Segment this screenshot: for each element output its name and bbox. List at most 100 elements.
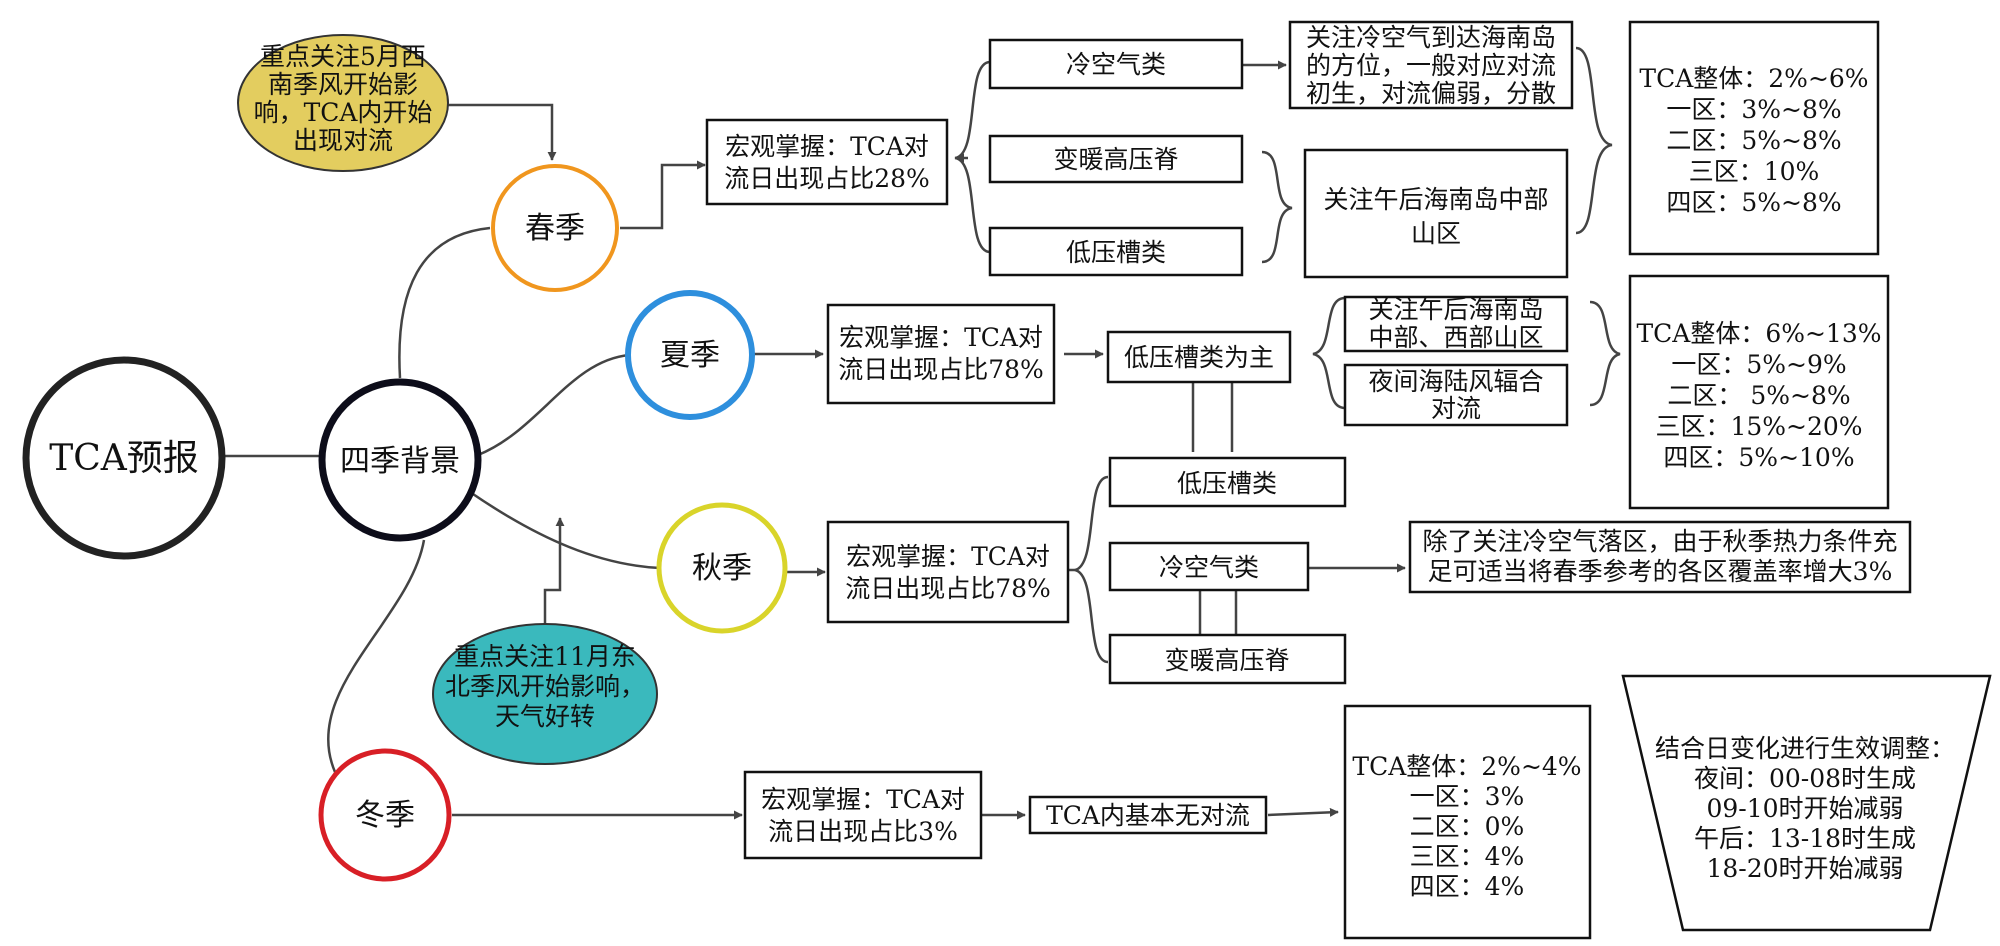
- spring-cold-focus-box: [1288, 20, 1574, 110]
- summer-coverage-text-line: TCA整体：6%~13%: [1636, 319, 1881, 348]
- spring-coverage-text-line: TCA整体：2%~6%: [1639, 64, 1868, 93]
- spring-note-text-line: 响，TCA内开始: [254, 98, 433, 127]
- summer-night-focus-box: [1343, 363, 1569, 427]
- winter-type-box: [1028, 795, 1268, 835]
- center-summer-link: [477, 353, 631, 457]
- autumn-label: 秋季: [692, 551, 752, 586]
- center-autumn-link: [469, 490, 661, 570]
- spring-note-arrow: [445, 103, 557, 161]
- autumn-macro-text-line: 流日出现占比78%: [845, 574, 1051, 603]
- winter-macro-text: 宏观掌握：TCA对流日出现占比3%: [761, 785, 965, 846]
- center-node: 四季背景: [318, 378, 482, 542]
- spring-low-trough-label: 低压槽类: [1066, 238, 1166, 267]
- winter-type-label: TCA内基本无对流: [1046, 801, 1250, 830]
- winter-label: 冬季: [355, 798, 415, 833]
- summer-coverage-text-line: 二区： 5%~8%: [1667, 381, 1850, 410]
- autumn-note-text-line: 北季风开始影响，: [445, 672, 645, 701]
- winter-coverage-arrow: [1267, 807, 1339, 817]
- center-spring-link: [398, 226, 491, 379]
- autumn-cold-focus-text: 除了关注冷空气落区，由于秋季热力条件充足可适当将春季参考的各区覆盖率增大3%: [1422, 527, 1897, 586]
- spring-coverage-text: TCA整体：2%~6%一区：3%~8%二区：5%~8%三区：10%四区：5%~8…: [1639, 64, 1868, 217]
- autumn-warm-ridge-box: [1108, 633, 1347, 685]
- autumn-note-text-line: 天气好转: [495, 702, 595, 731]
- autumn-note-arrow: [543, 517, 565, 630]
- summer-night-focus-text-line: 对流: [1431, 394, 1481, 423]
- spring-cold-focus-text: 关注冷空气到达海南岛的方位，一般对应对流初生，对流偏弱，分散: [1306, 23, 1556, 108]
- spring-cold-air-label: 冷空气类: [1066, 50, 1166, 79]
- spring-types-brace: [954, 60, 991, 254]
- summer-night-focus-text: 夜间海陆风辐合对流: [1368, 367, 1543, 423]
- autumn-note-ellipse: [432, 623, 658, 765]
- autumn-macro-text-line: 宏观掌握：TCA对: [846, 542, 1050, 571]
- autumn-circle: [656, 502, 788, 634]
- autumn-note-text: 重点关注11月东北季风开始影响，天气好转: [445, 642, 645, 731]
- autumn-cold-focus-box: [1408, 520, 1912, 594]
- spring-warm-ridge-label: 变暖高压脊: [1053, 145, 1178, 174]
- autumn-cold-air-label: 冷空气类: [1159, 553, 1259, 582]
- spring-macro-box: [705, 118, 949, 206]
- root-circle: [22, 356, 226, 560]
- spring-note-text-line: 重点关注5月西: [260, 42, 426, 71]
- spring-cold-air-box: [988, 38, 1244, 90]
- autumn-cold-focus-text-line: 足可适当将春季参考的各区覆盖率增大3%: [1428, 557, 1893, 586]
- autumn-note-text-line: 重点关注11月东: [454, 642, 636, 671]
- spring-afternoon-focus-text-line: 山区: [1411, 219, 1461, 248]
- spring-cold-focus-text-line: 关注冷空气到达海南岛: [1306, 23, 1556, 52]
- spring-afternoon-focus-text: 关注午后海南岛中部山区: [1323, 185, 1548, 248]
- winter-coverage-text-line: 三区：4%: [1410, 842, 1525, 871]
- winter-coverage-text-line: 二区：0%: [1410, 812, 1525, 841]
- spring-afternoon-focus-text-line: 关注午后海南岛中部: [1323, 185, 1548, 214]
- spring-macro-arrow: [620, 160, 706, 230]
- autumn-low-trough-box: [1108, 456, 1347, 508]
- root-label: TCA预报: [49, 438, 199, 479]
- root-node: TCA预报: [22, 356, 226, 560]
- summer-macro-box: [826, 303, 1056, 405]
- autumn-macro-box: [826, 520, 1070, 624]
- spring-coverage-brace: [1575, 46, 1613, 235]
- diurnal-adjust-text-line: 午后：13-18时生成: [1694, 824, 1916, 853]
- center-circle: [318, 378, 482, 542]
- summer-coverage-text-line: 四区：5%~10%: [1663, 443, 1854, 472]
- spring-note-text-line: 出现对流: [293, 126, 393, 155]
- autumn-low-trough-label: 低压槽类: [1177, 469, 1277, 498]
- box-texts: 宏观掌握：TCA对流日出现占比28% 冷空气类 变暖高压脊 低压槽类 关注冷空气…: [724, 23, 1955, 901]
- summer-macro-text-line: 宏观掌握：TCA对: [839, 323, 1043, 352]
- spring-focus-brace: [1261, 150, 1293, 264]
- spring-coverage-text-line: 二区：5%~8%: [1666, 126, 1841, 155]
- spring-note-text: 重点关注5月西南季风开始影响，TCA内开始出现对流: [254, 42, 433, 155]
- spring-macro-text-line: 宏观掌握：TCA对: [725, 132, 929, 161]
- spring-low-trough-box: [988, 226, 1244, 277]
- winter-coverage-text-line: 四区：4%: [1410, 872, 1525, 901]
- spring-cold-focus-text-line: 的方位，一般对应对流: [1306, 51, 1556, 80]
- spring-note: 重点关注5月西南季风开始影响，TCA内开始出现对流: [237, 34, 449, 172]
- autumn-types-brace: [1074, 475, 1109, 664]
- diurnal-adjust-text-line: 09-10时开始减弱: [1706, 794, 1903, 823]
- winter-coverage-text: TCA整体：2%~4%一区：3%二区：0%三区：4%四区：4%: [1352, 752, 1581, 901]
- autumn-node: 秋季: [656, 502, 788, 634]
- spring-note-text-line: 南季风开始影: [268, 70, 418, 99]
- center-winter-link: [327, 539, 426, 773]
- spring-note-ellipse: [237, 34, 449, 172]
- winter-macro-text-line: 宏观掌握：TCA对: [761, 785, 965, 814]
- autumn-warm-ridge-label: 变暖高压脊: [1164, 646, 1289, 675]
- spring-coverage-box: [1628, 20, 1880, 256]
- summer-afternoon-focus-box: [1343, 295, 1569, 353]
- autumn-cold-air-box: [1108, 541, 1310, 592]
- diurnal-adjust-text-line: 夜间：00-08时生成: [1694, 764, 1916, 793]
- summer-circle: [625, 290, 755, 420]
- spring-afternoon-focus-box: [1303, 148, 1569, 279]
- winter-node: 冬季: [318, 748, 452, 882]
- summer-afternoon-focus-text-line: 中部、西部山区: [1368, 323, 1543, 352]
- spring-circle: [491, 164, 619, 292]
- summer-macro-text: 宏观掌握：TCA对流日出现占比78%: [838, 323, 1044, 384]
- winter-coverage-box: [1343, 704, 1592, 940]
- summer-type-box: [1106, 330, 1292, 384]
- autumn-note: 重点关注11月东北季风开始影响，天气好转: [432, 623, 658, 765]
- connectors: [220, 46, 1621, 820]
- spring-coverage-text-line: 四区：5%~8%: [1666, 188, 1841, 217]
- summer-coverage-box: [1628, 274, 1890, 510]
- autumn-cold-focus-text-line: 除了关注冷空气落区，由于秋季热力条件充: [1422, 527, 1897, 556]
- spring-cold-focus-text-line: 初生，对流偏弱，分散: [1306, 79, 1556, 108]
